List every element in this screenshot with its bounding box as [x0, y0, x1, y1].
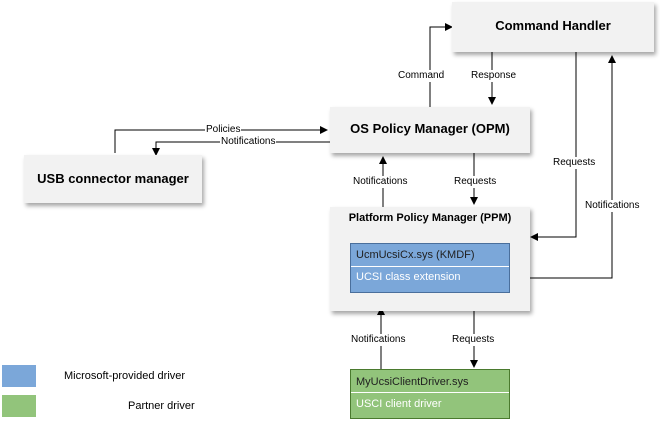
- ppm-title: Platform Policy Manager (PPM): [348, 212, 512, 224]
- label-requests-ppm-client: Requests: [451, 334, 496, 346]
- ucsicx-divider: [351, 266, 509, 267]
- label-requests-opm-ppm: Requests: [453, 176, 498, 188]
- command-handler-box: Command Handler: [452, 2, 654, 52]
- opm-title: OS Policy Manager (OPM): [350, 121, 510, 136]
- legend-partner-swatch: [2, 395, 36, 417]
- opm-box: OS Policy Manager (OPM): [330, 107, 530, 153]
- ucsicx-desc: UCSI class extension: [356, 271, 461, 283]
- label-requests-ch-ppm: Requests: [552, 157, 597, 169]
- ucsicx-box: UcmUcsiCx.sys (KMDF) UCSI class extensio…: [350, 243, 510, 293]
- legend-microsoft-label: Microsoft-provided driver: [64, 370, 186, 382]
- label-command: Command: [397, 70, 446, 82]
- label-notifications-usb: Notifications: [220, 136, 277, 148]
- label-notifications-ppm-opm: Notifications: [352, 176, 409, 188]
- legend-microsoft-swatch: [2, 365, 36, 387]
- label-policies: Policies: [205, 124, 242, 136]
- label-response: Response: [470, 70, 518, 82]
- label-notifications-ppm-ch: Notifications: [584, 200, 641, 212]
- edge-command: [429, 23, 453, 108]
- usb-connector-manager-box: USB connector manager: [24, 155, 202, 203]
- edge-policies: [114, 126, 328, 153]
- client-driver-box: MyUcsiClientDriver.sys USCI client drive…: [350, 369, 510, 419]
- client-driver-divider: [351, 392, 509, 393]
- label-notifications-client-ppm: Notifications: [350, 334, 407, 346]
- edge-notifications-ppm-ch: [510, 55, 616, 279]
- edge-requests-ch-ppm: [530, 52, 577, 241]
- ucsicx-name: UcmUcsiCx.sys (KMDF): [356, 249, 475, 261]
- usb-connector-manager-title: USB connector manager: [37, 171, 189, 186]
- command-handler-title: Command Handler: [495, 18, 611, 33]
- client-driver-name: MyUcsiClientDriver.sys: [356, 376, 469, 388]
- legend-partner-label: Partner driver: [128, 400, 195, 412]
- client-driver-desc: USCI client driver: [356, 398, 442, 410]
